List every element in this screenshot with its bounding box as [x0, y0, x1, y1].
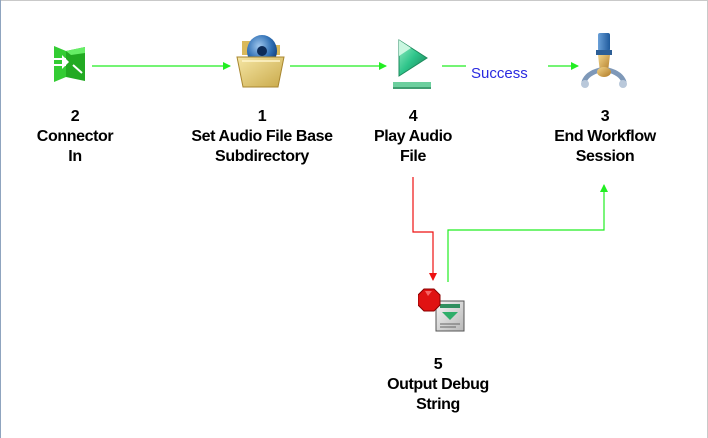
node-title-line1: Play Audio [373, 128, 453, 145]
node-set-audio-file-base-label: 1 Set Audio File Base Subdirectory [162, 107, 362, 167]
node-number: 4 [408, 108, 418, 125]
node-title-line1: Set Audio File Base [191, 128, 333, 145]
node-end-workflow-session-label: 3 End Workflow Session [535, 107, 675, 167]
canvas-border-top [0, 0, 708, 1]
node-number: 3 [600, 108, 610, 125]
play-icon [393, 39, 431, 89]
edge-label-success: Success [471, 65, 528, 82]
end-session-icon [581, 33, 627, 88]
node-output-debug-string-label: 5 Output Debug String [368, 355, 508, 415]
node-title-line2: Subdirectory [215, 148, 309, 165]
folder-icon [236, 35, 285, 88]
node-number: 5 [433, 356, 443, 373]
edge-play-audio-to-output-debug[interactable] [412, 177, 437, 281]
node-connector-in-label: 2 Connector In [20, 107, 130, 167]
node-play-audio-file-label: 4 Play Audio File [358, 107, 468, 167]
debug-output-icon [418, 288, 465, 332]
node-title-line2: Session [575, 148, 635, 165]
node-title-line2: File [400, 148, 426, 165]
connector-in-icon [52, 46, 85, 82]
node-title-line2: String [416, 396, 460, 413]
node-number: 1 [257, 108, 267, 125]
node-number: 2 [70, 108, 80, 125]
node-title-line1: Output Debug [387, 376, 489, 393]
node-title-line2: In [68, 148, 82, 165]
node-title-line1: End Workflow [554, 128, 656, 145]
node-title-line1: Connector [36, 128, 114, 145]
edge-output-debug-to-end-workflow[interactable] [447, 184, 608, 282]
canvas-border-left [0, 0, 1, 438]
